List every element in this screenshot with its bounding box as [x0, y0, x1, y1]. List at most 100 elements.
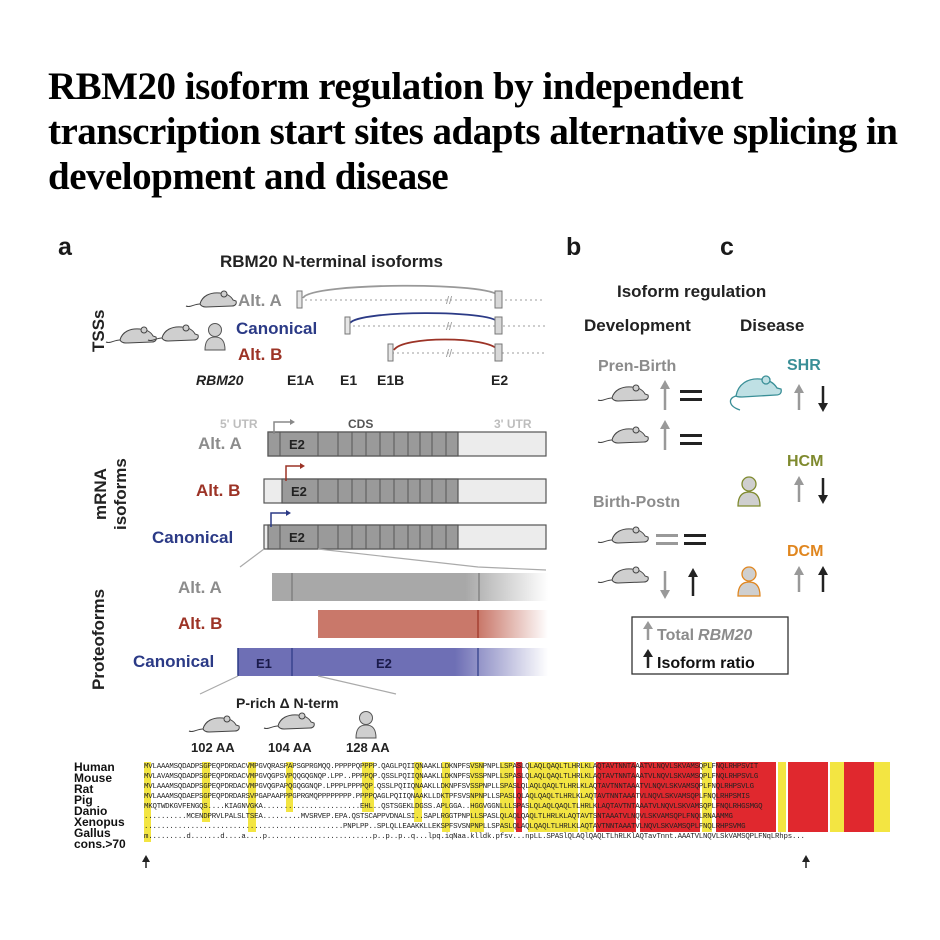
dev-equal-icon [680, 390, 702, 401]
dev-arrow-down-icon [660, 571, 670, 599]
species-mouse-icon [188, 715, 240, 733]
seq-xenopus: ..........MCENDPRVLPALSLTSEA.........MVS… [144, 813, 733, 821]
dev-arrow-up-icon-2 [660, 420, 670, 450]
tss-row-label: TSSs [89, 309, 108, 352]
tss-alt-a-label: Alt. A [238, 291, 282, 310]
dev-equal-gray-icon [656, 534, 678, 545]
disease-header: Disease [740, 316, 804, 335]
mrna-alt-b-e2: E2 [291, 484, 307, 499]
length-human-label: 128 AA [346, 740, 390, 755]
shr-label: SHR [787, 357, 821, 374]
tss-alt-b-label: Alt. B [238, 345, 282, 364]
legend-box [631, 616, 789, 675]
legend-total-prefix: Total [657, 627, 694, 644]
species-danio: Danio [74, 804, 108, 818]
proteoform-alt-b-bar [318, 610, 548, 638]
proteoform-canonical-bar [237, 648, 548, 676]
hcm-ratio-down-arrow-icon [818, 478, 828, 504]
tss-mouse-icon [185, 290, 237, 308]
seq-danio: MKQTWDKGVFENGQS....KIAGNVGKA............… [144, 803, 763, 811]
species-rat-icon [263, 712, 315, 730]
proteoforms-row-label: Proteoforms [89, 589, 108, 690]
sequence-lines: MVLAAAMSQDADPSGPEQPDRDACVMPGVQRASPAPSGPR… [144, 762, 890, 842]
hcm-total-up-arrow-icon [794, 476, 804, 502]
figure-title: RBM20 isoform regulation by independent … [48, 65, 898, 198]
dev-rat-icon-1 [597, 426, 649, 444]
mrna-canonical-e2: E2 [289, 530, 305, 545]
dcm-label: DCM [787, 543, 823, 560]
hcm-label: HCM [787, 453, 823, 470]
tss-canonical-label: Canonical [236, 319, 317, 338]
n-term-label: P-rich Δ N-term [236, 695, 339, 711]
mrna-alt-b-label: Alt. B [196, 481, 240, 500]
cds-exon-boundaries [317, 432, 447, 549]
dev-equal-icon-3 [684, 534, 706, 545]
species-names: Human Mouse Rat Pig Danio Xenopus Gallus… [74, 760, 146, 851]
mrna-alt-a-e2: E2 [289, 437, 305, 452]
schematic-diagram: RBM20 N-terminal isoforms TSSs Alt. A Ca… [89, 252, 828, 755]
shr-ratio-down-arrow-icon [818, 386, 828, 412]
panel-b-letter: b [566, 233, 582, 261]
dev-equal-icon-2 [680, 434, 702, 445]
seq-human: MVLAAAMSQDADPSGPEQPDRDACVMPGVQRASPAPSGPR… [144, 763, 759, 771]
prenatal-stage-label: Pren-Birth [598, 358, 676, 375]
species-xenopus: Xenopus [74, 815, 125, 829]
panel-c-letter: c [720, 233, 734, 261]
proteoform-e2-label: E2 [376, 656, 392, 671]
start-marker-arrow-icon [142, 855, 150, 868]
end-marker-arrow-icon [802, 855, 810, 868]
alignment-markers [142, 855, 810, 868]
proteoform-e1-label: E1 [256, 656, 272, 671]
sequence-alignment: Human Mouse Rat Pig Danio Xenopus Gallus… [70, 760, 890, 870]
species-human: Human [74, 760, 115, 774]
species-human-icon [355, 711, 377, 739]
species-consensus: cons.>70 [74, 837, 126, 851]
exon-e1a-label: E1A [287, 372, 314, 388]
hcm-person-icon [737, 476, 761, 507]
gene-track: // // // [296, 284, 545, 362]
seq-pig: MVLAAAMSQDAEPSGPEQPDRDARSVPGAPAAPPPGPRGM… [144, 793, 750, 801]
dev-arrow-up-icon [660, 380, 670, 410]
gene-name-label: RBM20 [196, 372, 244, 388]
mrna-canonical-label: Canonical [152, 528, 233, 547]
exon-e2-label: E2 [491, 372, 508, 388]
seq-mouse: MVLAVAMSQDADPSGPEQPDRDACVMPGVQGPSVPQQGQG… [144, 773, 759, 781]
exon-e1b-label: E1B [377, 372, 404, 388]
mrna-row-label-2: isoforms [111, 458, 130, 530]
length-rat-label: 104 AA [268, 740, 312, 755]
cds-label: CDS [348, 417, 373, 431]
protein-canonical-label: Canonical [133, 652, 214, 671]
species-pig: Pig [74, 793, 93, 807]
n-terminal-header: RBM20 N-terminal isoforms [220, 252, 443, 271]
tss-person-icon [204, 323, 226, 351]
postnatal-stage-label: Birth-Postn [593, 494, 680, 511]
shr-rat-icon [729, 375, 782, 411]
protein-alt-b-label: Alt. B [178, 614, 222, 633]
proteoform-alt-a-bar [272, 573, 548, 601]
development-header: Development [584, 316, 691, 335]
seq-consensus: m.........d.......d....a....p...........… [144, 833, 805, 841]
panel-a-letter: a [58, 233, 72, 261]
dcm-total-up-arrow-icon [794, 566, 804, 592]
length-mouse-label: 102 AA [191, 740, 235, 755]
dev-mouse-icon-1 [597, 384, 649, 402]
mrna-alt-a-label: Alt. A [198, 434, 242, 453]
mrna-alt-a-transcript [267, 419, 547, 457]
species-rat: Rat [74, 782, 94, 796]
dev-mouse-icon-2 [597, 526, 649, 544]
seq-gallus: ........................................… [144, 823, 746, 831]
dcm-ratio-up-arrow-icon [818, 566, 828, 592]
species-gallus: Gallus [74, 826, 111, 840]
species-mouse: Mouse [74, 771, 113, 785]
utr5-label: 5' UTR [220, 417, 258, 431]
protein-alt-a-label: Alt. A [178, 578, 222, 597]
isoform-regulation-header: Isoform regulation [617, 282, 766, 301]
svg-text://: // [446, 295, 453, 307]
mrna-row-label-1: mRNA [91, 468, 110, 520]
legend-ratio-label: Isoform ratio [657, 655, 755, 672]
seq-rat: MVLAAAMSQDADPSGPEQPDRDACVMPGVQGPAPQGQGGN… [144, 783, 754, 791]
dev-arrow-up-black-icon [688, 568, 698, 596]
mrna-canonical-transcript [263, 510, 547, 550]
legend-total-gene: RBM20 [698, 627, 752, 644]
